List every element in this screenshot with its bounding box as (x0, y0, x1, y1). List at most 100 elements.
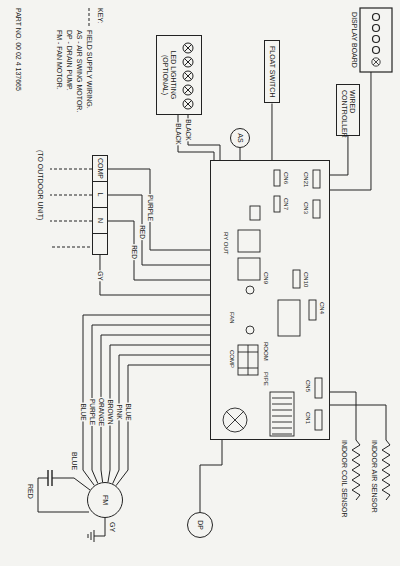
wire-color-label: BLACK (174, 122, 181, 145)
connector-label: ROOM (262, 341, 269, 362)
led-lamps (183, 43, 193, 53)
legend-text: AS - AIR SWING MOTOR. (76, 30, 83, 112)
legend-entry: AS - AIR SWING MOTOR. (75, 30, 83, 112)
pcb-components (313, 170, 320, 188)
pcb-components (274, 196, 280, 212)
wire-color-label: BLACK (184, 118, 191, 141)
connector-label: CN5 (304, 379, 311, 393)
ground-symbol (88, 518, 105, 542)
pcb-components (223, 408, 247, 432)
wire (200, 440, 222, 512)
swing-motor-circle: AS (230, 128, 250, 148)
pcb-components (272, 398, 292, 434)
wire (178, 115, 214, 160)
wire-color-label: RED (26, 484, 34, 499)
wire (108, 221, 210, 280)
wire (108, 195, 210, 265)
wire (188, 115, 220, 160)
capacitor-wiring (38, 470, 90, 512)
wire-color-label: BLUE (79, 403, 86, 422)
terminal-block: COMPLN (92, 155, 108, 255)
connector-label: CN1 (304, 411, 311, 425)
legend-dash-sample (89, 8, 90, 27)
pcb-components (315, 410, 322, 430)
wired-controller-box: WIRED CONTROLLER (336, 84, 360, 136)
pcb-components (238, 345, 258, 375)
connector-label: FAN (228, 311, 235, 325)
pcb-components (238, 345, 258, 375)
wire (116, 365, 210, 486)
wire (271, 103, 272, 160)
connector-label: CN3 (302, 201, 309, 215)
outdoor-unit-note: (TO OUTDOOR UNIT) (36, 150, 44, 220)
pcb-components (226, 411, 244, 429)
sensor-symbols (330, 392, 390, 500)
wire (101, 335, 210, 482)
legend-entry: FIELD SUPPLY WIRING. (85, 30, 93, 109)
legend-text: DP - DRAIN PUMP. (66, 30, 73, 91)
part-number: PART NO. 00 02 4 137665 (14, 8, 22, 91)
display-board-frame (373, 14, 380, 21)
field-supply-wiring (50, 169, 92, 247)
terminal-label: COMP (93, 156, 107, 182)
sensor-symbols (330, 392, 356, 440)
ground-label: GY (108, 522, 116, 532)
led-lamps (183, 43, 193, 109)
field-supply-wiring (50, 169, 92, 247)
fan-motor-circle: FM (87, 482, 123, 518)
terminal-label: L (93, 182, 107, 208)
wire (92, 325, 210, 483)
wire (100, 255, 210, 295)
pcb-components (250, 206, 260, 220)
connector-label: CN21 (302, 171, 309, 188)
led-lighting-box: LED LIGHTING(OPTIONAL) (156, 35, 202, 115)
led-lamps (183, 71, 193, 81)
legend-text: FM - FAN MOTOR. (56, 30, 63, 90)
display-board-frame (373, 36, 380, 43)
connector-label: RY OUT (222, 231, 229, 255)
led-lamps (183, 57, 193, 67)
wire (108, 169, 210, 250)
display-board-frame (373, 25, 380, 32)
pcb-components (238, 230, 260, 252)
key-heading: KEY: (96, 8, 104, 24)
pcb-components (270, 392, 294, 436)
connector-label: CN6 (282, 171, 289, 185)
pcb-components (246, 286, 254, 294)
node-text: DISPLAY BOARD (350, 8, 358, 72)
capacitor-wiring (48, 470, 52, 486)
wire-color-label: PURPLE (146, 194, 153, 222)
connector-label: PIPE (262, 371, 269, 387)
wire-color-label: RED (130, 244, 137, 260)
display-board-frame (372, 58, 380, 66)
wire-color-label: PURPLE (88, 398, 95, 426)
sensor-symbols (382, 440, 390, 500)
display-board: DISPLAY BOARD (350, 8, 392, 72)
wire-color-label: PINK (115, 403, 122, 420)
pcb-components (238, 258, 260, 280)
capacitor-wiring (38, 478, 89, 512)
float-switch-box: FLOAT SWITCH (264, 40, 280, 103)
node-text: (OPTIONAL) (161, 42, 169, 108)
wire (113, 355, 210, 484)
sensor-label: INDOOR AIR SENSOR (370, 440, 378, 513)
sensor-label: INDOOR COIL SENSOR (340, 440, 348, 518)
wire-color-label: GY (96, 270, 103, 281)
connector-label: CN10 (302, 271, 309, 288)
node-text: WIRED CONTROLLER (340, 90, 356, 130)
connector-label: COMP (228, 349, 235, 369)
drain-pump-circle: DP (187, 512, 213, 538)
capacitor-wiring (52, 478, 90, 490)
legend-entry: FM - FAN MOTOR. (55, 30, 63, 90)
display-board-frame (373, 47, 380, 54)
pcb-components (274, 170, 280, 186)
pcb-components (313, 200, 320, 218)
display-board-frame (360, 8, 392, 72)
wire-color-label: ORANGE (97, 397, 104, 427)
connector-label: CN4 (318, 301, 325, 315)
control-board: CN21CN3CN4CN5CN1CN6CN7ROOMPIPEFANRY OUTC… (210, 160, 330, 440)
display-board-frame (360, 8, 392, 72)
pcb-components (315, 378, 322, 398)
connector-label: CN9 (262, 271, 269, 285)
